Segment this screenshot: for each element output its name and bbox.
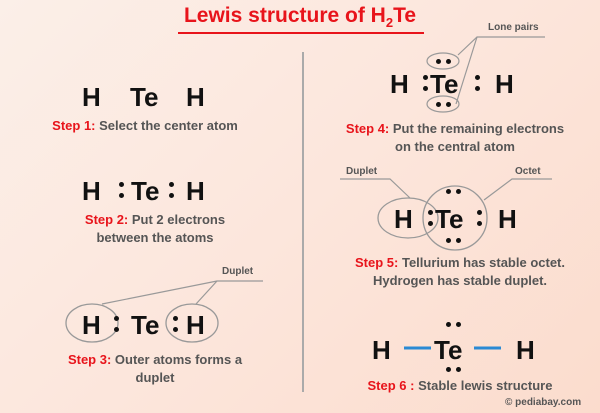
atom-h: H: [372, 335, 391, 365]
atom-h: H: [186, 310, 205, 340]
electron-dot: [436, 102, 441, 107]
atom-te: Te: [130, 82, 159, 112]
duplet-label: Duplet: [346, 166, 378, 177]
electron-dot: [428, 221, 433, 226]
electron-dot: [446, 189, 451, 194]
electron-dot: [173, 316, 178, 321]
atom-h: H: [498, 204, 517, 234]
electron-dot: [456, 238, 461, 243]
electron-dot: [423, 86, 428, 91]
electron-dot: [423, 75, 428, 80]
atom-te: Te: [434, 335, 463, 365]
electron-dot: [456, 367, 461, 372]
electron-dot: [428, 210, 433, 215]
title-underline: [178, 32, 424, 34]
electron-dot: [169, 193, 174, 198]
electron-dot: [475, 75, 480, 80]
electron-dot: [477, 221, 482, 226]
duplet-label: Duplet: [222, 266, 254, 277]
atom-h: H: [186, 176, 205, 206]
atom-h: H: [82, 310, 101, 340]
electron-dot: [436, 59, 441, 64]
electron-dot: [477, 210, 482, 215]
electron-dot: [446, 238, 451, 243]
electron-dot: [173, 327, 178, 332]
atom-h: H: [82, 82, 101, 112]
electron-dot: [114, 327, 119, 332]
electron-dot: [446, 322, 451, 327]
atom-h: H: [186, 82, 205, 112]
electron-dot: [119, 182, 124, 187]
atom-te: Te: [131, 310, 160, 340]
electron-dot: [169, 182, 174, 187]
atom-h: H: [82, 176, 101, 206]
electron-dot: [446, 367, 451, 372]
electron-dot: [456, 322, 461, 327]
electron-dot: [446, 59, 451, 64]
step-5-caption: Step 5: Tellurium has stable octet.Hydro…: [355, 255, 565, 288]
electron-dot: [456, 189, 461, 194]
atom-te: Te: [131, 176, 160, 206]
atom-te: Te: [435, 204, 464, 234]
electron-dot: [119, 193, 124, 198]
atom-h: H: [394, 204, 413, 234]
column-divider: [302, 52, 304, 392]
atom-h: H: [390, 69, 409, 99]
electron-dot: [475, 86, 480, 91]
atom-h: H: [495, 69, 514, 99]
electron-dot: [114, 316, 119, 321]
page-title: Lewis structure of H2Te: [183, 4, 417, 31]
step-1-caption: Step 1: Select the center atom: [52, 118, 238, 133]
lone-pairs-label: Lone pairs: [488, 22, 539, 33]
copyright: © pediabay.com: [505, 397, 582, 408]
step-6-caption: Step 6 : Stable lewis structure: [367, 378, 553, 393]
electron-dot: [446, 102, 451, 107]
octet-label: Octet: [515, 166, 541, 177]
atom-te: Te: [430, 69, 459, 99]
atom-h: H: [516, 335, 535, 365]
